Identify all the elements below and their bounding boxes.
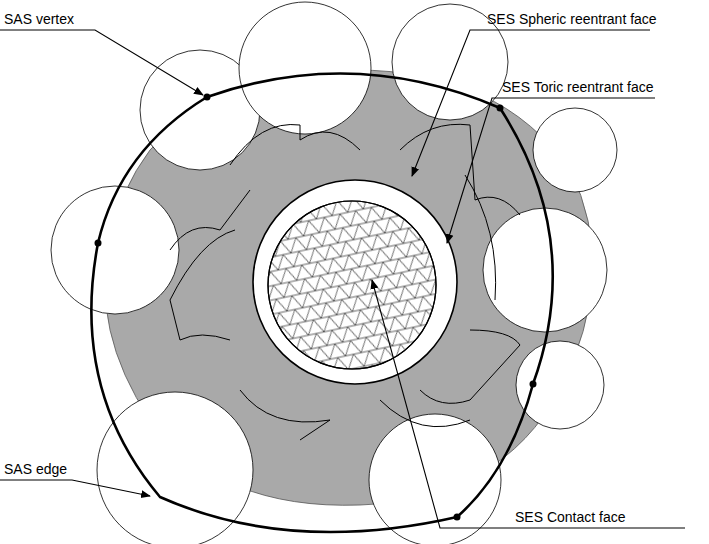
callout-label: SAS edge xyxy=(2,461,69,477)
contact-sphere xyxy=(268,201,436,369)
callout-label: SES Spheric reentrant face xyxy=(485,11,659,27)
toric-face-edges xyxy=(170,124,520,440)
leader-lines xyxy=(0,30,685,528)
contact-ring xyxy=(253,180,457,384)
callout-label: SES Contact face xyxy=(513,509,628,525)
sas-vertices xyxy=(95,94,537,521)
callout-label: SAS vertex xyxy=(2,11,76,27)
callout-label: SES Toric reentrant face xyxy=(500,79,655,95)
sas-contour xyxy=(91,73,552,532)
contact-mesh xyxy=(268,201,436,369)
